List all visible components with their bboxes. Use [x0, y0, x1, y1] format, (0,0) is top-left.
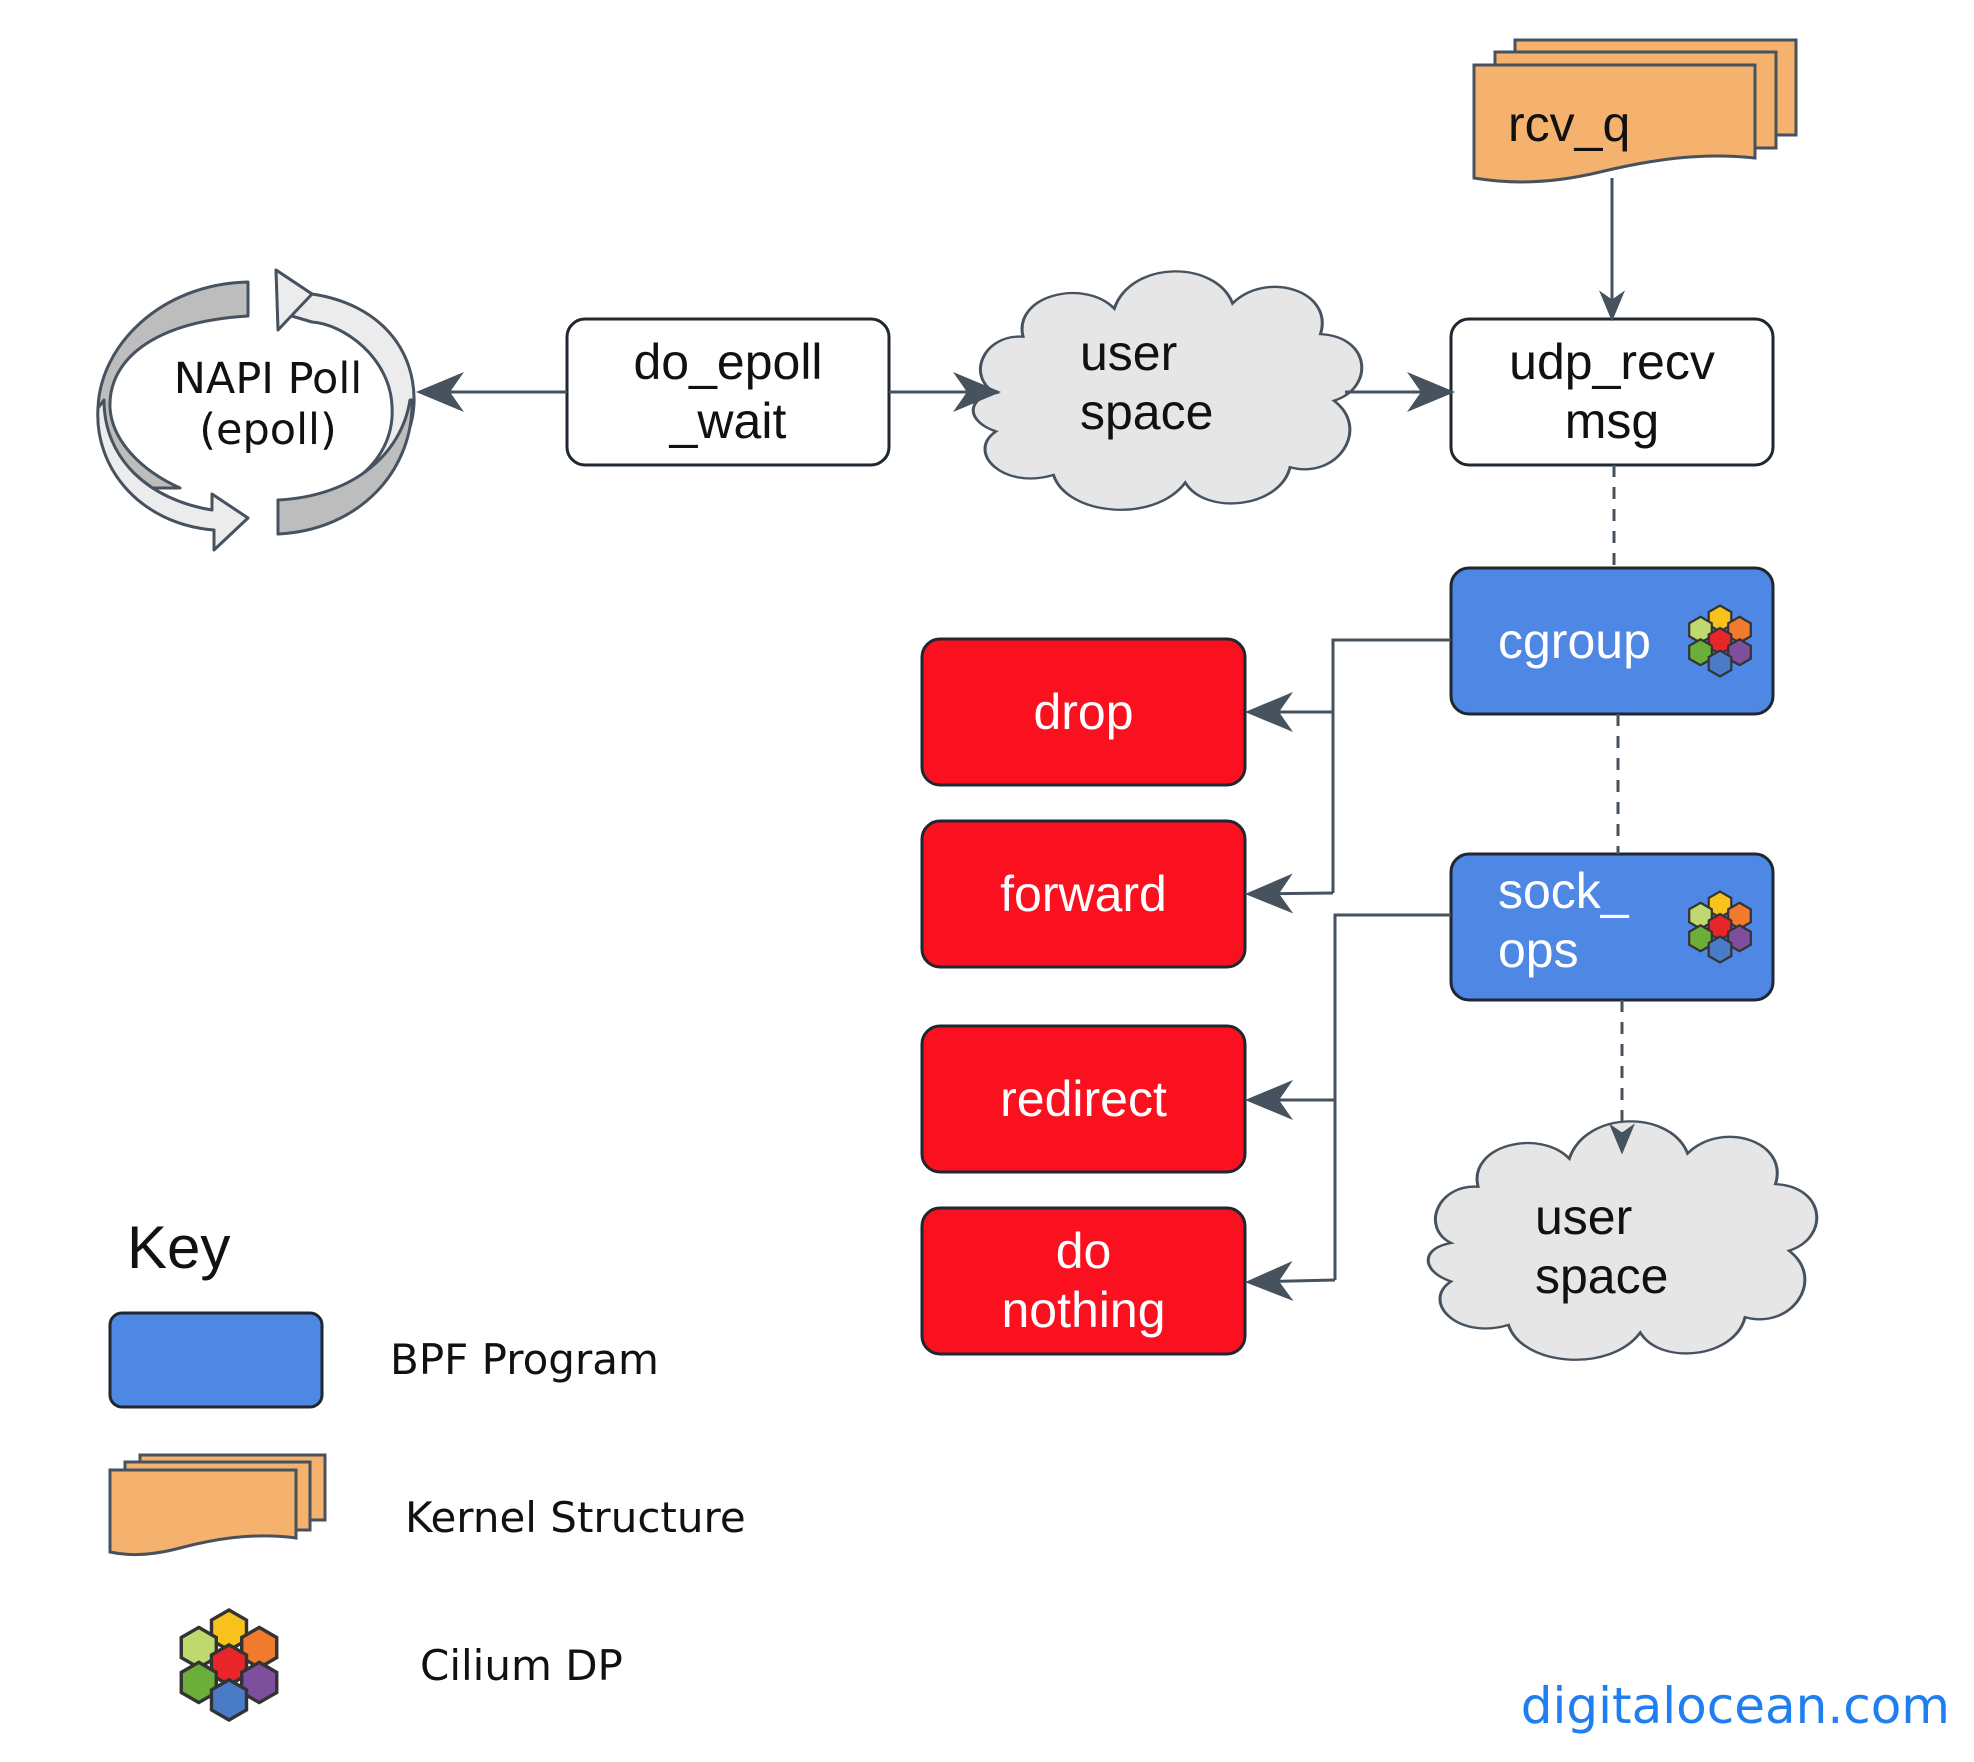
redirect-text: redirect [1000, 1070, 1167, 1127]
do-nothing-line-2: nothing [1001, 1282, 1166, 1338]
forward-text: forward [1000, 865, 1167, 922]
cloud-icon [971, 270, 1364, 511]
sock-ops-line-1: sock_ [1498, 863, 1629, 919]
user-space-bottom-line-1: user [1535, 1189, 1633, 1245]
user-space-top-label: user space [1080, 324, 1280, 454]
document-stack-icon [1472, 38, 1798, 184]
watermark: digitalocean.com [1490, 1674, 1950, 1738]
drop-text: drop [1033, 683, 1134, 740]
key-title: Key [127, 1206, 327, 1290]
udp-recv-line-1: udp_recv [1509, 334, 1715, 390]
rcv-q-text: rcv_q [1508, 95, 1631, 152]
cycle-icon [96, 268, 416, 552]
redirect-label: redirect [922, 1026, 1245, 1172]
user-space-top-line-1: user [1080, 325, 1178, 381]
sock-ops-box [1449, 852, 1775, 1002]
cgroup-text: cgroup [1498, 612, 1651, 669]
cilium-hexagon-icon [179, 1608, 279, 1722]
do-nothing-label: do nothing [922, 1208, 1245, 1354]
do-epoll-line-1: do_epoll [633, 334, 823, 390]
connectors [416, 178, 1635, 1301]
key-kernel-text: Kernel Structure [405, 1493, 746, 1543]
user-space-bottom-label: user space [1535, 1188, 1735, 1318]
cloud-icon [1426, 1120, 1819, 1361]
do-nothing-box [920, 1206, 1247, 1356]
key-bpf-text: BPF Program [390, 1335, 659, 1385]
napi-line-1: NAPI Poll [173, 354, 363, 405]
do-epoll-line-2: _wait [669, 393, 787, 449]
document-stack-icon [108, 1453, 327, 1557]
forward-box [920, 819, 1247, 969]
rcv-q-label: rcv_q [1508, 92, 1708, 156]
sock-ops-label: sock_ ops [1498, 862, 1698, 992]
key-bpf-label: BPF Program [390, 1330, 790, 1390]
key-title-text: Key [127, 1213, 231, 1281]
udp-recv-label: udp_recv msg [1451, 319, 1773, 465]
key-bpf-swatch [108, 1311, 324, 1409]
sock-ops-line-2: ops [1498, 922, 1579, 978]
key-kernel-label: Kernel Structure [405, 1488, 825, 1548]
user-space-bottom-line-2: space [1535, 1248, 1669, 1304]
do-nothing-line-1: do [1055, 1223, 1112, 1279]
key-cilium-text: Cilium DP [420, 1641, 623, 1691]
udp-recv-line-2: msg [1564, 393, 1660, 449]
do-epoll-label: do_epoll _wait [567, 319, 889, 465]
drop-label: drop [922, 639, 1245, 785]
key-cilium-label: Cilium DP [420, 1636, 820, 1696]
watermark-text: digitalocean.com [1520, 1676, 1950, 1735]
napi-line-2: (epoll) [199, 405, 337, 455]
user-space-top-line-2: space [1080, 384, 1214, 440]
cgroup-label: cgroup [1498, 608, 1698, 674]
napi-poll-label: NAPI Poll (epoll) [150, 343, 386, 467]
forward-label: forward [922, 821, 1245, 967]
